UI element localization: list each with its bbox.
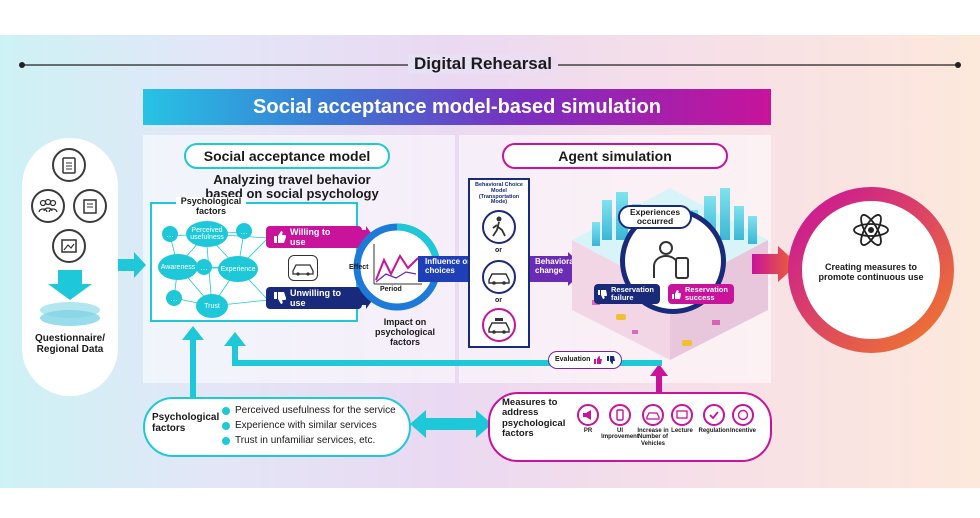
unwilling-tag: [266, 287, 362, 309]
measure-ui: UI Improvement: [600, 404, 640, 441]
unwilling-label: Unwilling to use: [290, 288, 341, 308]
influence-label: Influence on choices: [425, 257, 472, 275]
measure-label: Incentive: [729, 428, 756, 434]
node-experience: Experience: [218, 256, 258, 282]
reservation-success-tag: Reservation success: [668, 284, 734, 304]
measure-label: UI Improvement: [601, 428, 639, 441]
taxi-icon: [482, 308, 516, 342]
thumbs-up-icon: [594, 356, 603, 364]
people-group-icon: [31, 189, 65, 223]
outcome-arrow: [752, 246, 798, 282]
evaluation-tag: Evaluation: [548, 351, 622, 369]
node-perceived-usefulness: Perceived usefulness: [186, 221, 228, 247]
list-item-text: Perceived usefulness for the service: [235, 405, 396, 416]
bullet-dot: [222, 436, 230, 445]
measures-box: [488, 392, 772, 462]
vehicles-icon: [642, 404, 664, 426]
thumbs-down-icon: [607, 356, 616, 364]
simulation-banner: Social acceptance model-based simulation: [143, 89, 771, 125]
psych-factors-box: [143, 397, 411, 457]
reservation-failure-tag: Reservation failure: [594, 284, 660, 304]
phone-icon: [609, 404, 631, 426]
car-icon: [292, 264, 314, 276]
building-icon: [73, 189, 107, 223]
taxi-icon: [288, 255, 318, 281]
measure-label: Increase in Number of Vehicles: [637, 428, 669, 447]
effect-label: Effect: [349, 264, 369, 271]
person-phone-icon: [653, 241, 689, 279]
measure-incentive: Incentive: [728, 404, 758, 434]
reservation-failure-label: Reservation failure: [611, 285, 654, 302]
data-source-label: Questionnaire/ Regional Data: [34, 333, 105, 355]
network-title: Psychological factors: [176, 196, 246, 217]
list-item: Trust in unfamiliar services, etc.: [222, 433, 396, 448]
node-ellipsis: …: [196, 259, 212, 275]
measure-label: Lecture: [671, 428, 693, 434]
walk-icon: [482, 210, 516, 244]
coin-icon: [732, 404, 754, 426]
agent-sim-title: Agent simulation: [502, 143, 728, 169]
social-model-subtitle: Analyzing travel behavior based on socia…: [205, 172, 379, 202]
or-label: or: [495, 297, 502, 304]
page-title: Digital Rehearsal: [408, 54, 558, 74]
node-trust: Trust: [196, 294, 228, 318]
measures-title: Measures to address psychological factor…: [502, 397, 566, 440]
outcome-label: Creating measures to promote continuous …: [818, 262, 924, 282]
thumbs-up-icon: [672, 289, 681, 299]
period-label: Period: [380, 286, 402, 293]
outcome-ring: [788, 187, 954, 353]
clipboard-icon: [52, 148, 86, 182]
measure-label: Regulation: [698, 428, 730, 434]
choice-model-label: Behavioral Choice Model (Transportation …: [475, 182, 523, 206]
measure-regulation: Regulation: [698, 404, 730, 434]
list-item-text: Experience with similar services: [235, 420, 377, 431]
megaphone-icon: [577, 404, 599, 426]
willing-tag: [266, 226, 362, 248]
impact-label: Impact on psychological factors: [374, 317, 436, 347]
measure-pr: PR: [574, 404, 602, 434]
bullet-dot: [222, 406, 230, 415]
thumbs-down-icon: [598, 289, 607, 299]
node-ellipsis: …: [166, 290, 182, 306]
database-icon: [40, 270, 100, 326]
thumbs-up-icon: [274, 231, 286, 243]
measure-vehicles: Increase in Number of Vehicles: [634, 404, 672, 447]
list-item-text: Trust in unfamiliar services, etc.: [235, 435, 376, 446]
or-label: or: [495, 247, 502, 254]
behavioral-change-label: Behavioral change: [535, 257, 576, 275]
car-icon: [482, 260, 516, 294]
node-ellipsis: …: [236, 223, 252, 239]
atom-icon: [853, 214, 889, 246]
social-model-title: Social acceptance model: [184, 143, 390, 169]
arrow-data-to-model: [118, 252, 146, 278]
checkmark-icon: [703, 404, 725, 426]
measure-lecture: Lecture: [668, 404, 696, 434]
list-item: Perceived usefulness for the service: [222, 403, 396, 418]
map-icon: [52, 229, 86, 263]
measure-label: PR: [583, 428, 593, 434]
node-awareness: Awareness: [158, 254, 198, 280]
experiences-label: Experiences occurred: [618, 205, 692, 229]
thumbs-down-icon: [274, 292, 286, 304]
reservation-success-label: Reservation success: [685, 285, 728, 302]
psych-factors-list: Perceived usefulness for the service Exp…: [222, 403, 396, 448]
willing-label: Willing to use: [290, 227, 331, 247]
bullet-dot: [222, 421, 230, 430]
lecture-icon: [671, 404, 693, 426]
evaluation-label: Evaluation: [555, 356, 591, 364]
psych-factors-title: Psychological factors: [152, 412, 220, 434]
list-item: Experience with similar services: [222, 418, 396, 433]
node-ellipsis: …: [162, 226, 178, 242]
